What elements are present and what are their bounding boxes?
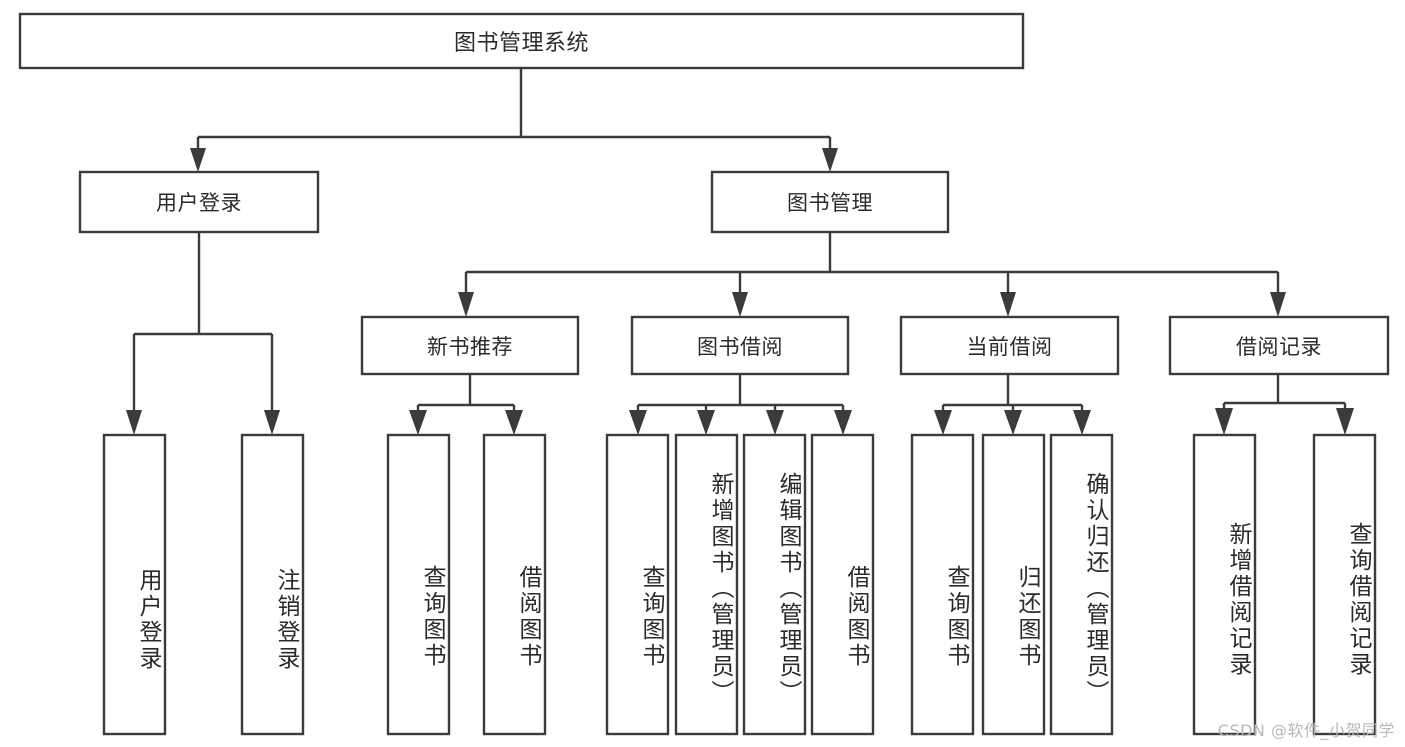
node-leaf-query-record-box[interactable] (1312, 433, 1377, 736)
arrowhead-user-login (190, 148, 206, 172)
node-current-borrow-box[interactable] (899, 315, 1120, 376)
node-leaf-return-book-box[interactable] (981, 433, 1046, 736)
arrowhead-leaf-query-book-3 (934, 410, 952, 435)
arrowhead-current-borrow (1000, 292, 1016, 317)
node-leaf-confirm-return-box[interactable] (1049, 433, 1114, 736)
node-leaf-query-book-1-box[interactable] (386, 433, 451, 736)
node-root-box[interactable] (18, 12, 1025, 70)
node-leaf-borrow-book-1-box[interactable] (482, 433, 547, 736)
node-leaf-add-book-box[interactable] (674, 433, 739, 736)
arrowhead-leaf-user-logout (264, 410, 280, 435)
arrowhead-leaf-return-book (1004, 410, 1022, 435)
arrowhead-new-book-rec (458, 292, 474, 317)
node-leaf-add-record-box[interactable] (1192, 433, 1257, 736)
node-borrow-record-box[interactable] (1168, 315, 1390, 376)
arrowhead-leaf-user-login (126, 410, 142, 435)
node-leaf-query-book-2-box[interactable] (605, 433, 670, 736)
arrowhead-book-borrow (732, 292, 748, 317)
node-new-book-rec-box[interactable] (360, 315, 580, 376)
arrowhead-leaf-confirm-return (1073, 410, 1091, 435)
arrowhead-leaf-query-book-2 (629, 410, 647, 435)
arrowhead-book-mgmt (822, 148, 838, 172)
node-user-login-box[interactable] (78, 170, 320, 234)
arrowhead-leaf-add-book (697, 410, 715, 435)
arrowhead-leaf-query-record (1336, 408, 1354, 435)
csdn-watermark: CSDN @软件_小贺同学 (1217, 721, 1395, 740)
node-leaf-user-login-box[interactable] (102, 433, 167, 736)
node-leaf-edit-book-box[interactable] (742, 433, 807, 736)
node-leaf-borrow-book-2-box[interactable] (810, 433, 875, 736)
node-leaf-query-book-3-box[interactable] (910, 433, 975, 736)
arrowhead-leaf-add-record (1215, 408, 1233, 435)
arrowhead-borrow-record (1270, 292, 1286, 317)
arrowhead-leaf-borrow-book-1 (505, 410, 523, 435)
node-book-borrow-box[interactable] (630, 315, 850, 376)
arrowhead-leaf-query-book-1 (409, 410, 427, 435)
arrowhead-leaf-borrow-book-2 (834, 410, 852, 435)
node-leaf-user-logout-box[interactable] (240, 433, 305, 736)
arrowhead-leaf-edit-book (766, 410, 784, 435)
node-book-mgmt-box[interactable] (710, 170, 950, 234)
